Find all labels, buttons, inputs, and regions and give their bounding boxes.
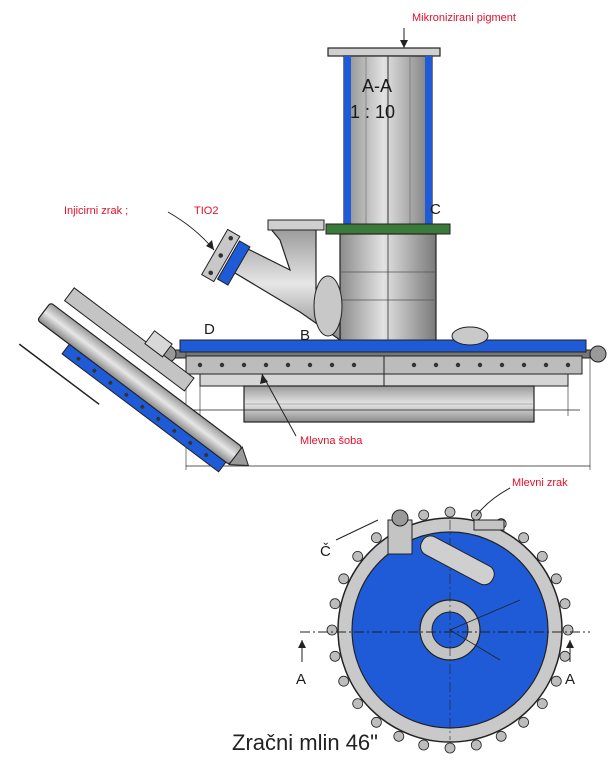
mark-d: D — [204, 321, 215, 338]
ring-bolt — [370, 716, 382, 728]
ring-bolt — [536, 698, 548, 709]
section-name: A-A — [362, 76, 392, 96]
mark-a-left: A — [296, 671, 306, 688]
ring-bolt — [393, 730, 405, 742]
label-micronized-pigment: Mikronizirani pigment — [412, 12, 516, 24]
label-milling-chamber: Mlevna šoba — [300, 435, 363, 447]
mark-a-right: A — [565, 671, 575, 688]
ring-bolt — [444, 742, 456, 754]
injection-inlet-pipe — [167, 211, 343, 342]
ring-bolt — [562, 624, 574, 636]
label-injection-air: Injicirni zrak ; — [64, 205, 128, 217]
ring-bolt — [352, 551, 364, 562]
section-scale: 1 : 10 — [350, 102, 395, 122]
ring-bolt — [338, 675, 350, 687]
ring-bolt — [338, 573, 350, 585]
mill-plan-view — [298, 487, 590, 754]
ring-bolt — [518, 716, 529, 728]
ring-bolt — [418, 509, 430, 521]
ring-bolt — [536, 551, 548, 562]
ring-bolt — [470, 739, 482, 751]
ring-bolt — [418, 739, 430, 751]
ring-bolt — [559, 598, 571, 610]
mill-body-side — [159, 326, 607, 470]
ring-bolt — [370, 532, 382, 544]
ring-bolt — [518, 532, 529, 544]
side-injector — [18, 287, 250, 473]
mark-c: C — [430, 201, 441, 218]
ring-bolt — [329, 650, 341, 662]
label-tio2: TIO2 — [194, 205, 218, 217]
mark-b: B — [300, 327, 310, 344]
drawing-title: Zračni mlin 46" — [232, 730, 378, 755]
ring-bolt — [495, 730, 507, 742]
ring-bolt — [559, 650, 571, 662]
mark-c-caron: Č — [320, 543, 331, 560]
ring-bolt — [550, 675, 562, 687]
outlet-column — [325, 28, 451, 353]
ring-bolt — [326, 624, 338, 636]
ring-bolt — [550, 573, 562, 585]
ring-bolt — [352, 698, 364, 709]
label-milling-air: Mlevni zrak — [512, 477, 568, 489]
ring-bolt — [444, 506, 456, 518]
ring-bolt — [329, 598, 341, 610]
